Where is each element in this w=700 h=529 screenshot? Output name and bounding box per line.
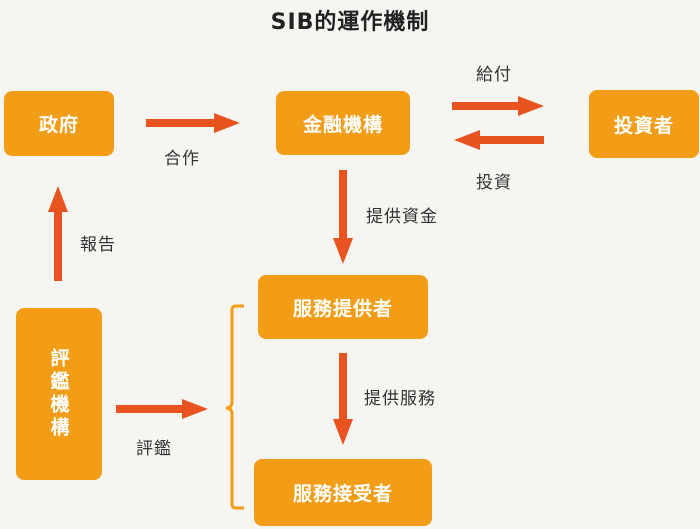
report-label: 報告 [80, 235, 116, 255]
government-label: 政府 [38, 114, 79, 136]
arrow-investment [454, 130, 544, 150]
cooperation-label: 合作 [164, 149, 200, 169]
investment-label: 投資 [476, 173, 512, 193]
service-provider-label: 服務提供者 [292, 297, 393, 320]
evaluation-institution-box: 評鑑機構 [16, 308, 102, 480]
provide-funds-label: 提供資金 [366, 207, 438, 227]
investor-label: 投資者 [613, 114, 674, 137]
service-recipient-label: 服務接受者 [292, 483, 393, 505]
service-provider-box: 服務提供者 [258, 275, 428, 339]
arrow-payment [452, 96, 544, 116]
provide-services-label: 提供服務 [364, 389, 436, 409]
financial-institution-box: 金融機構 [276, 91, 410, 155]
evaluation-institution-label: 評鑑機構 [47, 348, 70, 440]
evaluation-label: 評鑑 [136, 439, 172, 459]
investor-box: 投資者 [589, 90, 699, 158]
financial-institution-label: 金融機構 [302, 113, 383, 136]
arrow-report [48, 186, 68, 281]
arrow-provide-funds [333, 170, 353, 264]
arrow-evaluation [116, 399, 208, 419]
arrow-cooperation [146, 113, 240, 133]
arrow-provide-services [333, 353, 353, 445]
payment-label: 給付 [476, 65, 512, 85]
evaluation-bracket [225, 304, 244, 510]
service-recipient-box: 服務接受者 [254, 459, 432, 526]
government-box: 政府 [4, 91, 114, 156]
diagram-title: SIB的運作機制 [270, 10, 430, 35]
